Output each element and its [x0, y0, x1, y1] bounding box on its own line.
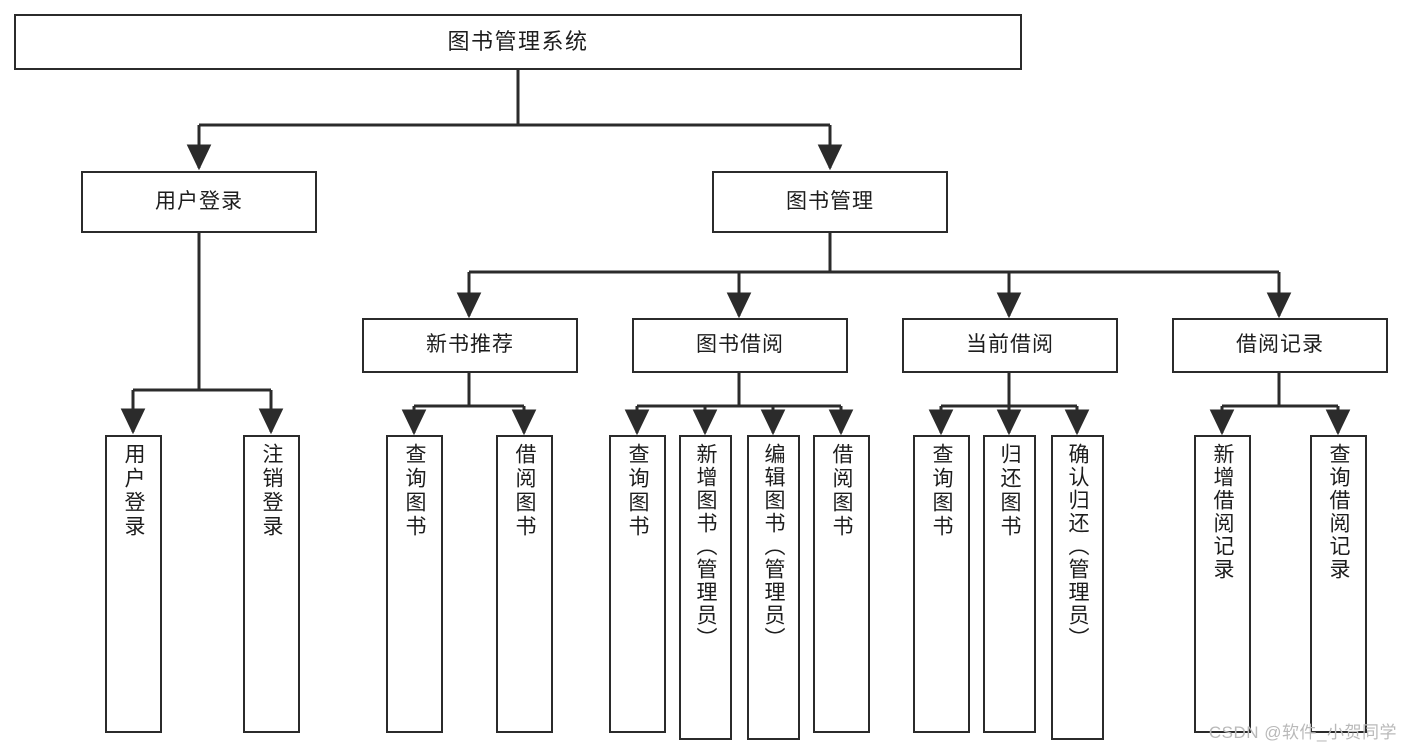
node-label: 查询借阅记录 [1327, 443, 1350, 581]
leaf-query-book-new[interactable]: 查询图书 [386, 435, 443, 733]
node-label: 当前借阅 [966, 333, 1054, 357]
node-user-login[interactable]: 用户登录 [81, 171, 317, 233]
leaf-add-borrow-record[interactable]: 新增借阅记录 [1194, 435, 1251, 733]
node-book-borrow[interactable]: 图书借阅 [632, 318, 848, 373]
node-label: 注销登录 [260, 443, 283, 539]
leaf-query-borrow-record[interactable]: 查询借阅记录 [1310, 435, 1367, 733]
node-current-borrow[interactable]: 当前借阅 [902, 318, 1118, 373]
node-label: 图书管理 [786, 189, 874, 213]
node-label: 借阅记录 [1236, 333, 1324, 357]
node-label: 确认归还（管理员） [1066, 443, 1089, 650]
node-label: 查询图书 [626, 443, 649, 539]
node-label: 借阅图书 [830, 443, 853, 539]
node-label: 归还图书 [998, 443, 1021, 539]
node-label: 用户登录 [122, 443, 145, 539]
leaf-user-login[interactable]: 用户登录 [105, 435, 162, 733]
leaf-borrow-book[interactable]: 借阅图书 [813, 435, 870, 733]
leaf-query-book-current[interactable]: 查询图书 [913, 435, 970, 733]
node-label: 借阅图书 [513, 443, 536, 539]
node-root-system[interactable]: 图书管理系统 [14, 14, 1022, 70]
node-label: 查询图书 [930, 443, 953, 539]
node-label: 用户登录 [155, 189, 243, 213]
node-book-management[interactable]: 图书管理 [712, 171, 948, 233]
leaf-return-book[interactable]: 归还图书 [983, 435, 1036, 733]
leaf-borrow-book-new[interactable]: 借阅图书 [496, 435, 553, 733]
leaf-query-book-borrow[interactable]: 查询图书 [609, 435, 666, 733]
leaf-add-book-admin[interactable]: 新增图书（管理员） [679, 435, 732, 740]
node-label: 编辑图书（管理员） [762, 443, 785, 650]
node-borrow-records[interactable]: 借阅记录 [1172, 318, 1388, 373]
node-label: 新书推荐 [426, 333, 514, 357]
node-new-book-recommend[interactable]: 新书推荐 [362, 318, 578, 373]
leaf-confirm-return-admin[interactable]: 确认归还（管理员） [1051, 435, 1104, 740]
node-label: 新增借阅记录 [1211, 443, 1234, 581]
watermark: CSDN @软件_小贺同学 [1208, 723, 1397, 742]
node-label: 新增图书（管理员） [694, 443, 717, 650]
node-label: 查询图书 [403, 443, 426, 539]
leaf-logout[interactable]: 注销登录 [243, 435, 300, 733]
leaf-edit-book-admin[interactable]: 编辑图书（管理员） [747, 435, 800, 740]
node-label: 图书借阅 [696, 333, 784, 357]
node-label: 图书管理系统 [447, 29, 589, 55]
